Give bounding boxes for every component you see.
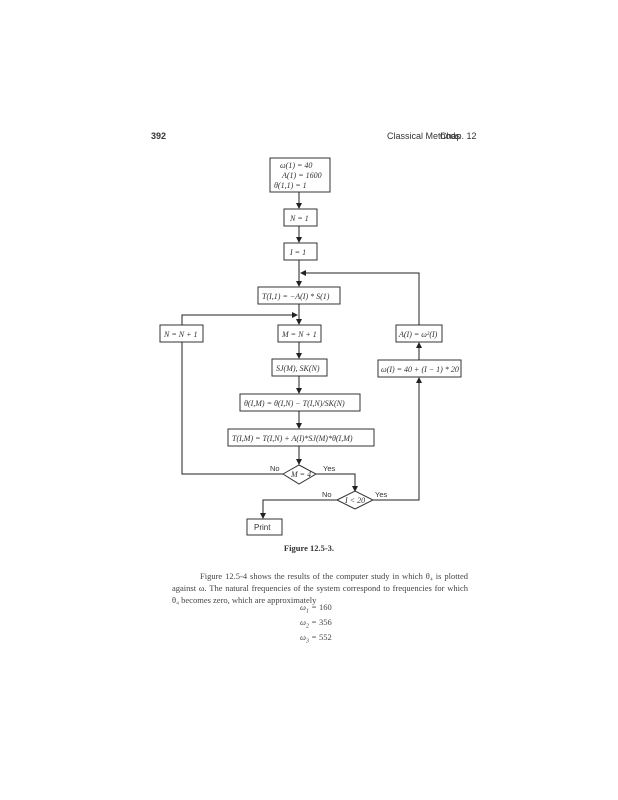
set-i-box bbox=[283, 242, 318, 261]
equation-1: ω1 = 160 bbox=[300, 602, 332, 615]
increment-m-text: M = N + 1 bbox=[281, 330, 317, 339]
decision-i-no-label: No bbox=[322, 490, 332, 499]
torque-init-text: T(I,1) = −A(I) * S(1) bbox=[262, 292, 330, 301]
figure-caption: Figure 12.5-3. bbox=[283, 543, 335, 553]
page-number: 392 bbox=[151, 131, 167, 141]
no-to-print-line bbox=[260, 499, 337, 519]
decision-i-text: I < 20 bbox=[344, 496, 365, 505]
stiffness-text: SJ(M), SK(N) bbox=[276, 364, 320, 373]
amplitude-text: A(I) = ω²(I) bbox=[398, 330, 438, 339]
init-line-2: A(1) = 1600 bbox=[281, 171, 322, 180]
print-box bbox=[246, 518, 283, 536]
loop-arrow-i bbox=[300, 270, 420, 325]
loop-arrow-n bbox=[181, 312, 298, 325]
init-box bbox=[269, 157, 331, 193]
body-paragraph: Figure 12.5-4 shows the results of the c… bbox=[172, 570, 468, 606]
set-n-box bbox=[283, 208, 318, 227]
torque-update-text: T(I,M) = T(I,N) + A(I)*SJ(M)*θ(I,M) bbox=[232, 434, 353, 443]
equation-2: ω2 = 356 bbox=[300, 617, 332, 630]
theta-update-box bbox=[239, 393, 361, 412]
yes-line bbox=[316, 473, 358, 492]
torque-update-box bbox=[227, 428, 375, 447]
running-title: Classical Methods bbox=[387, 131, 461, 141]
flowchart: ω(1) = 40 A(1) = 1600 θ(1,1) = 1 N = 1 I… bbox=[159, 157, 462, 536]
set-n-text: N = 1 bbox=[289, 214, 309, 223]
decision-m-no-label: No bbox=[270, 464, 280, 473]
body-text: Figure 12.5-4 shows the results of the c… bbox=[172, 571, 468, 605]
init-line-3: θ(1,1) = 1 bbox=[274, 181, 307, 190]
equation-3: ω3 = 552 bbox=[300, 632, 332, 645]
chapter-label: Chap. 12 bbox=[440, 131, 477, 141]
increment-n-text: N = N + 1 bbox=[163, 330, 197, 339]
theta-update-text: θ(I,M) = θ(I,N) − T(I,N)/SK(N) bbox=[244, 399, 345, 408]
print-text: Print bbox=[254, 523, 271, 532]
omega-update-text: ω(I) = 40 + (I − 1) * 20 bbox=[381, 365, 459, 374]
no-loop-line bbox=[181, 342, 283, 475]
decision-m-text: M = 4 bbox=[290, 470, 311, 479]
yes-to-omega-line bbox=[373, 377, 422, 501]
init-line-1: ω(1) = 40 bbox=[280, 161, 312, 170]
set-i-text: I = 1 bbox=[289, 248, 306, 257]
decision-i-yes-label: Yes bbox=[375, 490, 387, 499]
decision-m-yes-label: Yes bbox=[323, 464, 335, 473]
